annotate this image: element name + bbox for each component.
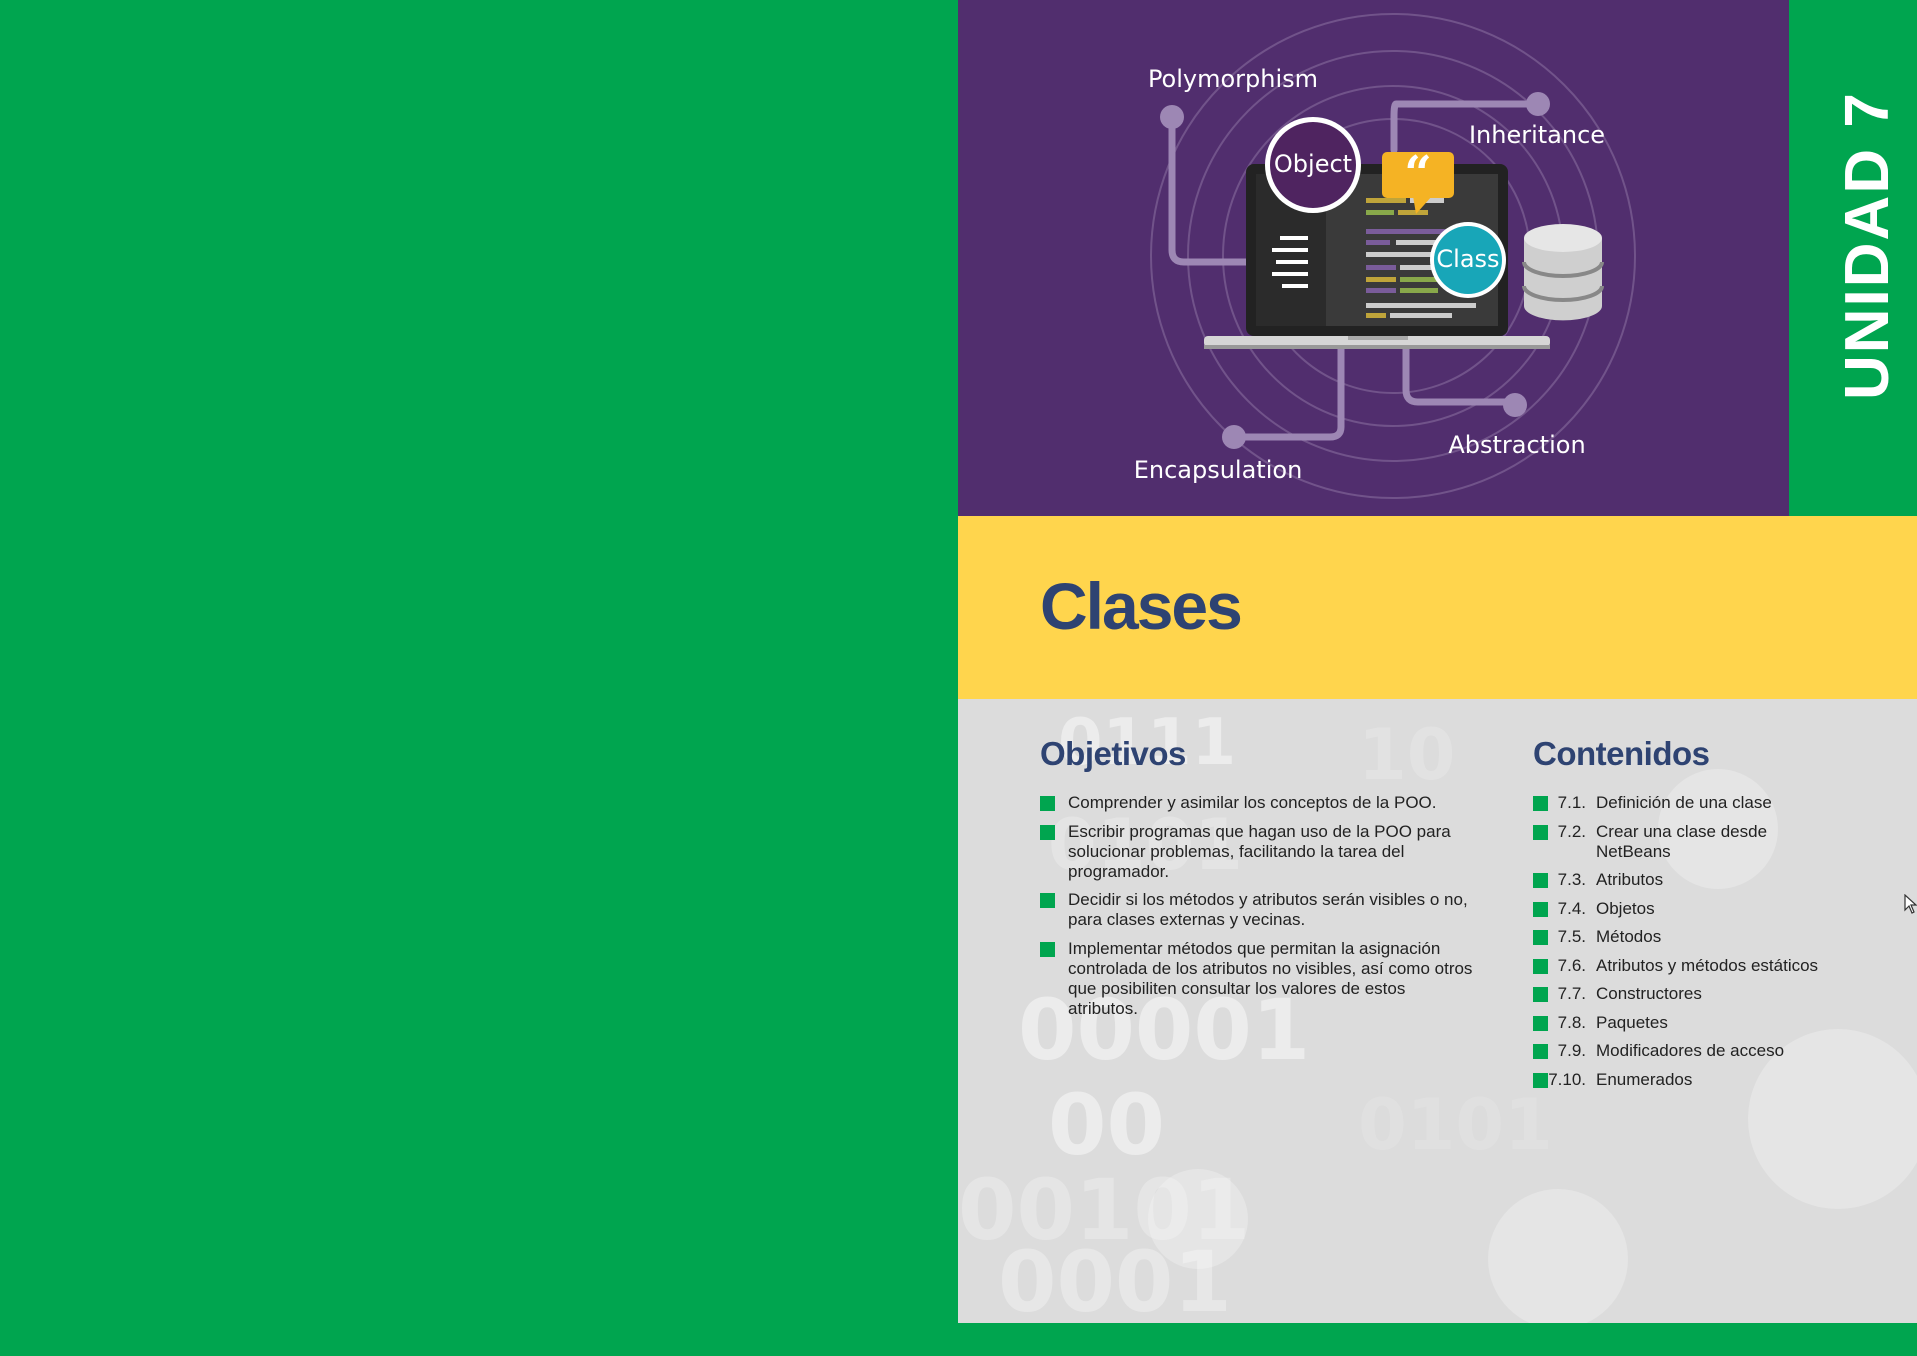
oop-diagram: “ Object Class Polymorphism Inheritance … <box>1134 13 1636 499</box>
square-bullet-icon <box>1040 824 1055 840</box>
list-item: 7.4. Objetos <box>1533 899 1856 919</box>
list-item: Decidir si los métodos y atributos serán… <box>1040 890 1478 930</box>
list-item: 7.8. Paquetes <box>1533 1013 1856 1033</box>
svg-text:00101: 00101 <box>958 1161 1250 1259</box>
content-area: 0111 0101 00001 00 00101 0001 10 0101 Ob… <box>958 699 1917 1323</box>
square-bullet-icon <box>1533 1072 1548 1088</box>
section-title: Atributos y métodos estáticos <box>1596 955 1819 975</box>
oop-illustration: “ Object Class Polymorphism Inheritance … <box>958 0 1789 516</box>
inheritance-label: Inheritance <box>1469 121 1605 149</box>
quote-bubble-icon: “ <box>1382 146 1454 214</box>
list-item: 7.2. Crear una clase desde NetBeans <box>1533 822 1856 862</box>
polymorphism-label: Polymorphism <box>1148 65 1318 93</box>
square-bullet-icon <box>1533 1044 1548 1059</box>
section-title: Enumerados <box>1596 1069 1693 1089</box>
section-number: 7.7. <box>1557 984 1586 1003</box>
svg-text:00: 00 <box>1048 1076 1165 1174</box>
list-item: 7.6. Atributos y métodos estáticos <box>1533 956 1856 976</box>
square-bullet-icon <box>1533 824 1548 840</box>
objectives-heading: Objetivos <box>1040 735 1186 772</box>
section-title: Modificadores de acceso <box>1596 1041 1785 1060</box>
section-number: 7.1. <box>1557 793 1586 812</box>
objective-text: Decidir si los métodos y atributos serán… <box>1068 890 1468 929</box>
encapsulation-label: Encapsulation <box>1134 456 1303 484</box>
svg-text:00001: 00001 <box>1018 981 1310 1079</box>
objectives-list: Comprender y asimilar los conceptos de l… <box>1040 793 1478 1019</box>
square-bullet-icon <box>1040 941 1055 957</box>
class-label: Class <box>1436 245 1499 273</box>
list-item: 7.7. Constructores <box>1533 984 1856 1004</box>
unit-label: UNIDAD 7 <box>1833 91 1902 400</box>
section-number: 7.5. <box>1557 927 1586 946</box>
list-item: Implementar métodos que permitan la asig… <box>1040 939 1478 1019</box>
section-title: Constructores <box>1596 984 1702 1003</box>
svg-text:“: “ <box>1404 146 1432 202</box>
section-title: Definición de una clase <box>1596 793 1772 812</box>
connector-dots <box>1160 92 1550 449</box>
list-item: 7.3. Atributos <box>1533 870 1856 890</box>
objective-text: Escribir programas que hagan uso de la P… <box>1068 821 1451 881</box>
mouse-pointer-icon <box>1904 894 1917 914</box>
square-bullet-icon <box>1533 1015 1548 1031</box>
section-number: 7.4. <box>1557 898 1586 918</box>
section-number: 7.2. <box>1557 821 1586 841</box>
page-title: Clases <box>1040 569 1243 643</box>
svg-text:0101: 0101 <box>1048 804 1243 886</box>
svg-text:10: 10 <box>1358 714 1455 796</box>
contents-heading: Contenidos <box>1533 735 1710 772</box>
database-icon <box>1522 224 1604 321</box>
list-item: Comprender y asimilar los conceptos de l… <box>1040 793 1478 813</box>
object-label: Object <box>1274 150 1352 178</box>
objective-text: Implementar métodos que permitan la asig… <box>1068 938 1473 1018</box>
connector-lines <box>1168 100 1542 441</box>
list-item: Escribir programas que hagan uso de la P… <box>1040 822 1478 882</box>
contents-list: 7.1. Definición de una clase 7.2. Crear un… <box>1533 793 1856 1090</box>
list-item: 7.10. Enumerados <box>1533 1070 1856 1090</box>
square-bullet-icon <box>1533 987 1548 1002</box>
square-bullet-icon <box>1533 796 1548 811</box>
square-bullet-icon <box>1040 796 1055 811</box>
section-number: 7.10. <box>1548 1069 1586 1089</box>
section-number: 7.3. <box>1557 870 1586 889</box>
class-badge: Class <box>1430 222 1506 298</box>
binary-background: 0111 0101 00001 00 00101 0001 10 0101 <box>958 706 1917 1323</box>
section-title: Métodos <box>1596 927 1662 946</box>
square-bullet-icon <box>1040 893 1055 908</box>
svg-text:0101: 0101 <box>1358 1084 1553 1166</box>
contents-column: Contenidos 7.1. Definición de una clase 7… <box>1533 735 1856 1098</box>
book-page: “ Object Class Polymorphism Inheritance … <box>958 0 1917 1323</box>
svg-text:0111: 0111 <box>1058 706 1236 780</box>
section-number: 7.6. <box>1557 955 1586 975</box>
list-item: 7.5. Métodos <box>1533 927 1856 947</box>
section-number: 7.8. <box>1557 1012 1586 1032</box>
objective-text: Comprender y asimilar los conceptos de l… <box>1068 793 1437 812</box>
objectives-column: Objetivos Comprender y asimilar los conc… <box>1040 735 1478 1027</box>
square-bullet-icon <box>1533 901 1548 917</box>
square-bullet-icon <box>1533 958 1548 974</box>
square-bullet-icon <box>1533 873 1548 888</box>
square-bullet-icon <box>1533 930 1548 945</box>
title-band: Clases <box>958 516 1917 699</box>
list-item: 7.1. Definición de una clase <box>1533 793 1856 813</box>
object-badge: Object <box>1265 117 1361 213</box>
section-title: Crear una clase desde NetBeans <box>1596 821 1768 861</box>
svg-text:0001: 0001 <box>998 1233 1232 1323</box>
abstraction-label: Abstraction <box>1448 431 1585 459</box>
section-title: Paquetes <box>1596 1012 1668 1032</box>
section-title: Atributos <box>1596 870 1664 889</box>
section-number: 7.9. <box>1557 1041 1586 1060</box>
list-item: 7.9. Modificadores de acceso <box>1533 1041 1856 1061</box>
unit-tab: UNIDAD 7 <box>1789 0 1917 516</box>
section-title: Objetos <box>1596 898 1655 918</box>
